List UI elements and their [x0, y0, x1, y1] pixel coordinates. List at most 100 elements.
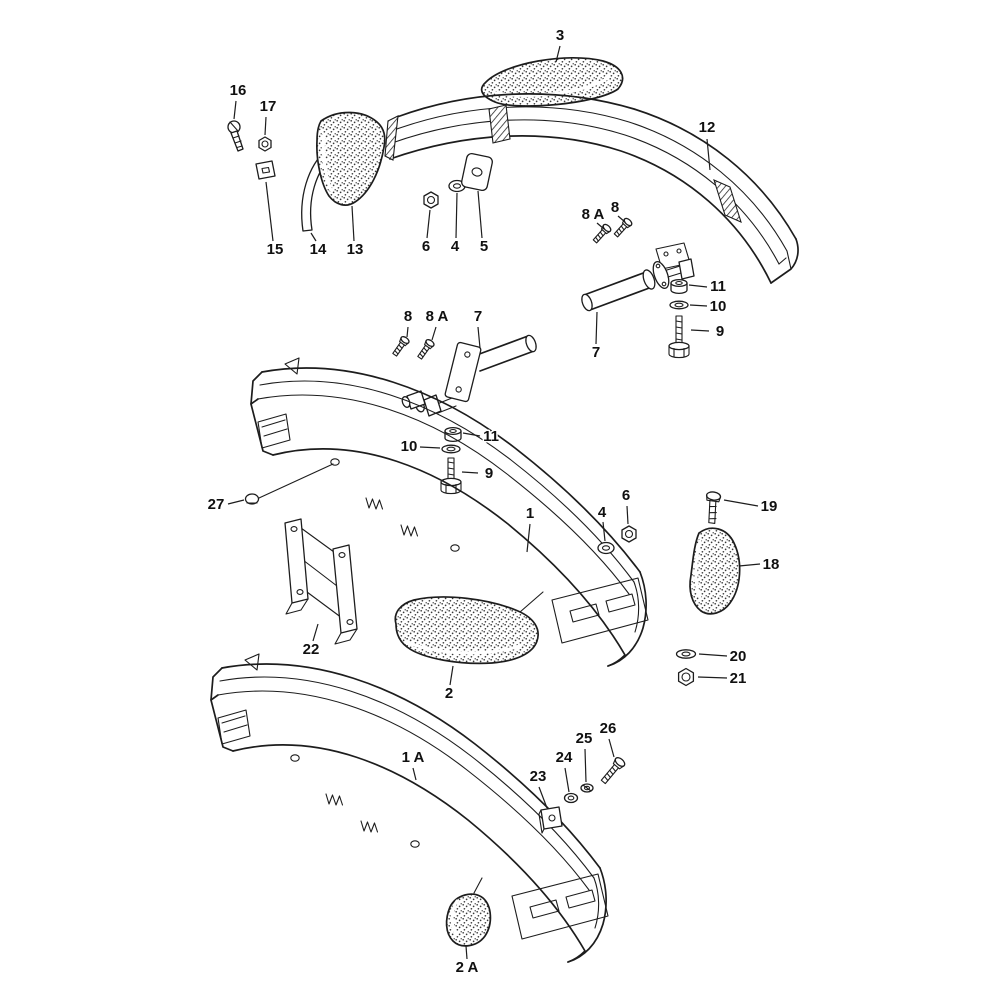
leader-line-11-19: [462, 432, 481, 437]
part-label-1a-32: 1 A: [402, 749, 425, 766]
part-label-23-33: 23: [530, 768, 547, 785]
mid-section-hatch: [488, 104, 511, 144]
end-cap-18: [689, 527, 741, 615]
leader-line-5-8: [477, 190, 483, 239]
leader-line-26-36: [608, 738, 615, 758]
part-label-3-0: 3: [556, 27, 564, 44]
middle-assembly: [244, 334, 741, 687]
leader-line-9-21: [461, 471, 479, 474]
right-section-hatch: [713, 179, 742, 223]
part-label-8-10: 8: [611, 199, 619, 216]
leader-line-6-6: [426, 209, 431, 239]
part-label-11-13: 11: [710, 278, 726, 295]
leader-line-4-26: [602, 521, 606, 542]
washer-4-mid: [597, 541, 615, 555]
leader-line-17-2: [264, 116, 267, 136]
pad-13: [316, 111, 386, 206]
bumper-pad-3: [480, 56, 624, 107]
part-label-9-15: 9: [716, 323, 724, 340]
leader-line-2-25: [449, 665, 454, 686]
leader-line-8a-17: [431, 326, 437, 341]
leader-line-24-34: [564, 767, 570, 793]
washer-24: [563, 792, 579, 804]
part-label-8a-9: 8 A: [582, 206, 605, 223]
nut-6-mid: [621, 525, 637, 543]
leader-line-12-11: [706, 138, 711, 171]
part-label-1-22: 1: [526, 505, 534, 522]
washer-20: [675, 649, 697, 659]
part-label-10-14: 10: [710, 298, 727, 315]
washer-10-top: [669, 300, 689, 310]
leader-line-21-31: [697, 676, 728, 679]
leader-line-27-23: [227, 499, 245, 505]
bolt-26: [600, 757, 626, 785]
nut-17: [258, 136, 272, 152]
bolt-8-mid: [390, 334, 411, 358]
bumper-pad-2a: [445, 877, 492, 947]
spacer-11-top: [670, 278, 688, 295]
part-label-20-30: 20: [730, 648, 747, 665]
part-label-4-7: 4: [451, 238, 460, 255]
part-label-27-23: 27: [208, 496, 225, 513]
bumper-pad-2: [394, 591, 544, 665]
leader-line-1-22: [526, 523, 531, 553]
front-bumper-1a: [210, 653, 609, 963]
leader-line-25-35: [584, 748, 587, 783]
leader-line-2a-37: [465, 945, 468, 960]
shock-absorber-7-top: [581, 258, 695, 312]
leader-line-8-16: [406, 326, 409, 338]
part-label-24-34: 24: [556, 749, 573, 766]
part-label-21-31: 21: [730, 670, 747, 687]
leader-line-23-33: [538, 786, 548, 809]
bolt-9-top: [668, 315, 690, 359]
part-label-6-6: 6: [422, 238, 430, 255]
part-label-12-11: 12: [699, 119, 716, 136]
screw-19: [705, 491, 722, 525]
part-label-19-28: 19: [761, 498, 778, 515]
clip-23: [538, 806, 563, 834]
bottom-assembly: [210, 653, 626, 963]
part-label-25-35: 25: [576, 730, 593, 747]
part-label-11-19: 11: [483, 428, 499, 445]
nut-6-top: [423, 191, 439, 209]
clip-15: [255, 160, 276, 180]
plate-5: [461, 152, 493, 192]
leader-line-15-3: [265, 181, 274, 242]
bolt-8a-top: [590, 222, 613, 246]
leader-line-20-30: [698, 653, 728, 657]
shock-absorber-7-mid: [401, 334, 537, 417]
leader-line-4-7: [455, 192, 458, 239]
leader-line-3-0: [555, 45, 561, 63]
end-section-hatch: [384, 115, 399, 161]
leader-line-18-29: [738, 563, 761, 567]
leader-line-10-14: [689, 304, 708, 307]
part-label-17-2: 17: [260, 98, 277, 115]
part-label-8-16: 8: [404, 308, 412, 325]
bracket-22: [284, 518, 358, 645]
part-label-7-18: 7: [474, 308, 482, 325]
spacer-11-mid: [444, 426, 462, 443]
part-label-16-1: 16: [230, 82, 247, 99]
leader-line-11-13: [688, 284, 708, 288]
leader-line-6-27: [626, 505, 629, 525]
part-label-8a-17: 8 A: [426, 308, 449, 325]
screw-16: [227, 120, 244, 152]
part-label-26-36: 26: [600, 720, 617, 737]
nut-21: [677, 667, 695, 687]
part-label-4-26: 4: [598, 504, 607, 521]
leader-line-1a-32: [412, 767, 417, 781]
part-label-10-20: 10: [401, 438, 418, 455]
plug-27: [244, 463, 334, 505]
part-label-2a-37: 2 A: [456, 959, 479, 976]
washer-10-mid: [441, 444, 461, 454]
leader-line-14-4: [310, 232, 317, 242]
leader-line-16-1: [233, 100, 237, 120]
part-label-2-25: 2: [445, 685, 453, 702]
bolt-9-mid: [440, 457, 462, 495]
part-label-18-29: 18: [763, 556, 780, 573]
top-assembly: [227, 56, 799, 359]
leader-line-8a-9: [596, 222, 605, 230]
